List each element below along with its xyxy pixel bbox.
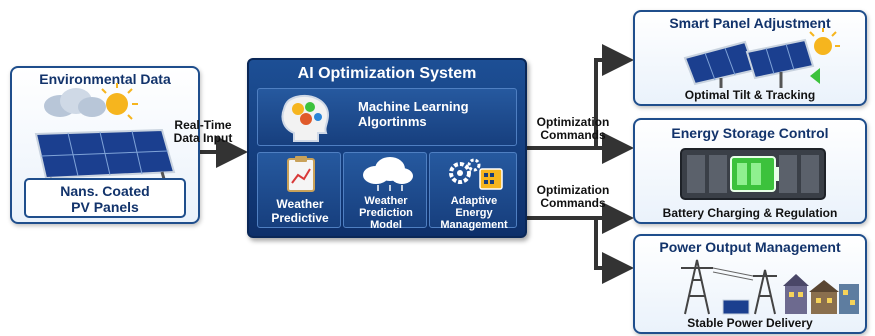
output-1-caption: Optimal Tilt & Tracking (684, 88, 816, 102)
energy-storage-control-box: Energy Storage Control Battery Charging … (633, 118, 867, 224)
command-2-line2: Commands (540, 196, 606, 210)
ai-optimization-system-box: AI Optimization System Machine Learning … (247, 58, 527, 238)
weather-predictive-panel: Weather Predictive (257, 152, 341, 228)
solar-tracker-icon (683, 28, 840, 88)
module-2-label: Weather Prediction Model (344, 195, 428, 231)
pv-panel-label-line2: PV Panels (71, 199, 139, 215)
module-3-line1: Adaptive (450, 195, 498, 207)
module-2-line1: Weather (364, 195, 408, 207)
solar-panel-icon (34, 83, 176, 187)
machine-learning-panel: Machine Learning Algortinms (257, 88, 517, 146)
ai-system-title: AI Optimization System (297, 65, 477, 82)
power-output-management-box: Power Output Management Stable Power Del… (633, 234, 867, 334)
output-3-caption: Stable Power Delivery (687, 316, 813, 330)
input-arrow-label: Real-Time Data Input (162, 119, 244, 145)
command-1-line2: Commands (540, 128, 606, 142)
input-label-line2: Data Input (173, 131, 233, 145)
module-2-line2: Prediction (359, 207, 413, 219)
input-label-line1: Real-Time (174, 118, 232, 132)
module-1-line1: Weather (276, 197, 324, 211)
ml-label-line2: Algortinms (358, 114, 427, 129)
environmental-data-box: Environmental Data Nans. Coated PV Panel… (10, 66, 200, 224)
clipboard-chart-icon (287, 156, 315, 192)
command-2-line1: Optimization (536, 183, 610, 197)
module-1-line2: Predictive (271, 211, 329, 225)
output-3-title: Power Output Management (659, 239, 841, 255)
pv-panel-label: Nans. Coated PV Panels (24, 178, 186, 218)
command-label-2: Optimization Commands (527, 184, 619, 210)
module-3-line2: Energy (455, 207, 493, 219)
power-grid-icon (681, 259, 859, 315)
module-2-line3: Model (370, 219, 402, 231)
module-3-line3: Management (440, 219, 508, 231)
output-2-caption: Battery Charging & Regulation (662, 206, 838, 220)
cloud-network-icon (363, 157, 413, 191)
brain-gears-icon (281, 95, 330, 142)
gears-battery-icon (449, 158, 503, 190)
weather-prediction-model-panel: Weather Prediction Model (343, 152, 428, 231)
output-2-title: Energy Storage Control (671, 125, 829, 141)
command-1-line1: Optimization (536, 115, 610, 129)
output-1-title: Smart Panel Adjustment (669, 15, 831, 31)
adaptive-energy-panel: Adaptive Energy Management (429, 152, 518, 231)
battery-rack-icon (680, 148, 826, 200)
command-label-1: Optimization Commands (527, 116, 619, 142)
environmental-data-title: Environmental Data (39, 71, 171, 87)
pv-panel-label-line1: Nans. Coated (60, 183, 150, 199)
ml-label: Machine Learning Algortinms (358, 99, 508, 129)
ml-label-line1: Machine Learning (358, 99, 469, 114)
smart-panel-adjustment-box: Smart Panel Adjustment Optimal Tilt & Tr… (633, 10, 867, 106)
module-1-label: Weather Predictive (258, 197, 342, 225)
module-3-label: Adaptive Energy Management (430, 195, 518, 231)
